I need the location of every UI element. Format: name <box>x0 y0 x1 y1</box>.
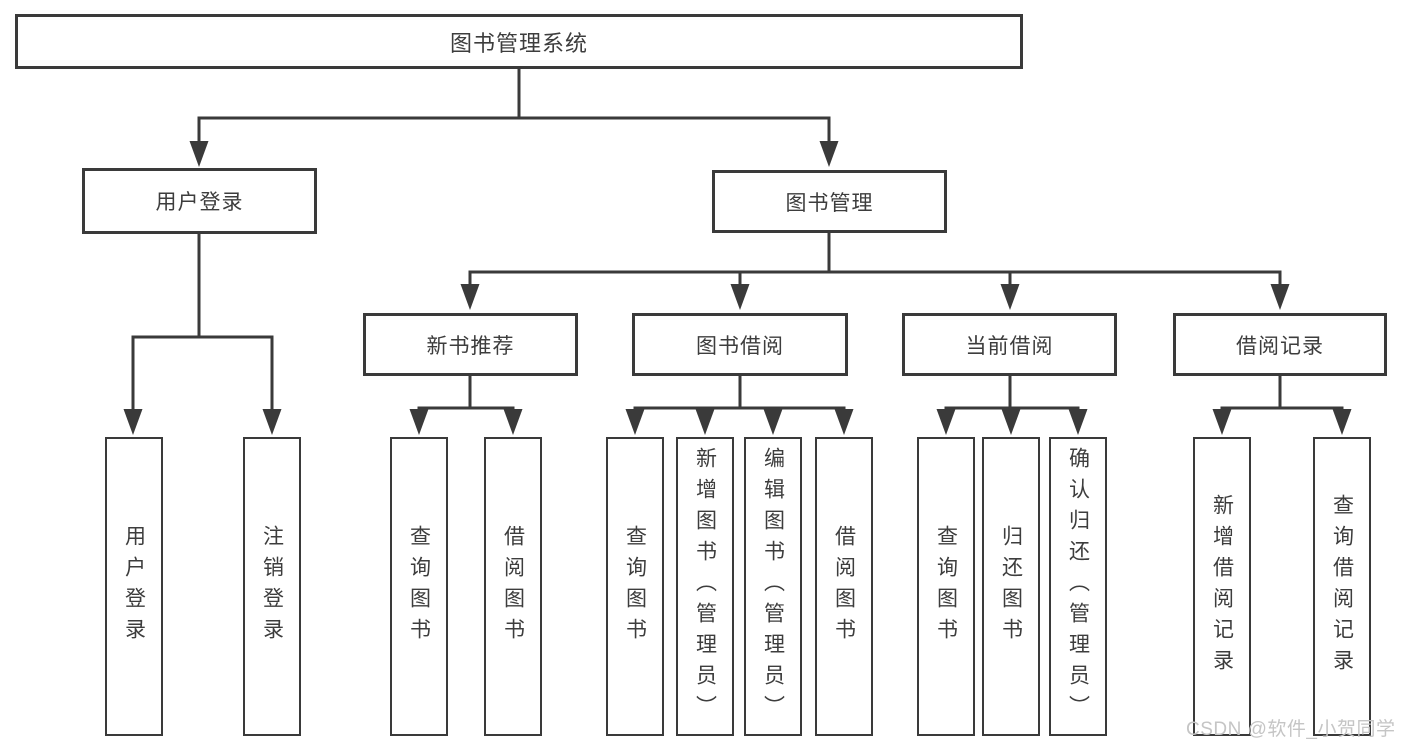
leaf-bb-query-books-label: 查询图书 <box>623 524 647 649</box>
node-root-label: 图书管理系统 <box>449 30 588 56</box>
node-book-management-label: 图书管理 <box>785 191 874 215</box>
node-root-system: 图书管理系统 <box>15 14 1023 69</box>
leaf-bb-edit-books-admin-label: 编辑图书（管理员） <box>761 447 785 726</box>
leaf-user-login: 用户登录 <box>105 437 163 736</box>
node-new-book-recommend: 新书推荐 <box>363 313 578 376</box>
leaf-cb-confirm-return-admin: 确认归还（管理员） <box>1049 437 1107 736</box>
leaf-bb-add-books-admin-label: 新增图书（管理员） <box>693 447 717 726</box>
leaf-bb-borrow-books-label: 借阅图书 <box>832 524 856 649</box>
node-new-book-recommend-label: 新书推荐 <box>426 334 515 358</box>
leaf-bb-edit-books-admin: 编辑图书（管理员） <box>744 437 802 736</box>
node-current-borrow-label: 当前借阅 <box>965 334 1054 358</box>
node-borrow-records: 借阅记录 <box>1173 313 1387 376</box>
leaf-logout-label: 注销登录 <box>260 524 284 649</box>
arrowheads <box>123 141 1352 435</box>
leaf-nbr-borrow-books: 借阅图书 <box>484 437 542 736</box>
leaf-br-add-record: 新增借阅记录 <box>1193 437 1251 736</box>
leaf-br-add-record-label: 新增借阅记录 <box>1210 493 1234 680</box>
node-book-borrow: 图书借阅 <box>632 313 848 376</box>
leaf-br-query-record-label: 查询借阅记录 <box>1330 493 1354 680</box>
node-book-borrow-label: 图书借阅 <box>696 334 784 358</box>
leaf-bb-query-books: 查询图书 <box>606 437 664 736</box>
node-borrow-records-label: 借阅记录 <box>1236 334 1324 358</box>
leaf-cb-return-books: 归还图书 <box>982 437 1040 736</box>
leaf-cb-confirm-return-admin-label: 确认归还（管理员） <box>1066 447 1090 726</box>
csdn-watermark: CSDN @软件_小贺同学 <box>1186 719 1396 740</box>
node-user-login-label: 用户登录 <box>155 191 244 214</box>
leaf-cb-query-books: 查询图书 <box>917 437 975 736</box>
leaf-logout: 注销登录 <box>243 437 301 736</box>
node-book-management: 图书管理 <box>712 170 947 233</box>
leaf-nbr-query-books-label: 查询图书 <box>407 524 431 649</box>
node-user-login: 用户登录 <box>82 168 317 234</box>
leaf-user-login-label: 用户登录 <box>122 524 146 649</box>
leaf-bb-add-books-admin: 新增图书（管理员） <box>676 437 734 736</box>
leaf-nbr-query-books: 查询图书 <box>390 437 448 736</box>
leaf-br-query-record: 查询借阅记录 <box>1313 437 1371 736</box>
leaf-cb-return-books-label: 归还图书 <box>999 524 1023 649</box>
node-current-borrow: 当前借阅 <box>902 313 1117 376</box>
leaf-cb-query-books-label: 查询图书 <box>934 524 958 649</box>
leaf-bb-borrow-books: 借阅图书 <box>815 437 873 736</box>
leaf-nbr-borrow-books-label: 借阅图书 <box>501 524 525 649</box>
